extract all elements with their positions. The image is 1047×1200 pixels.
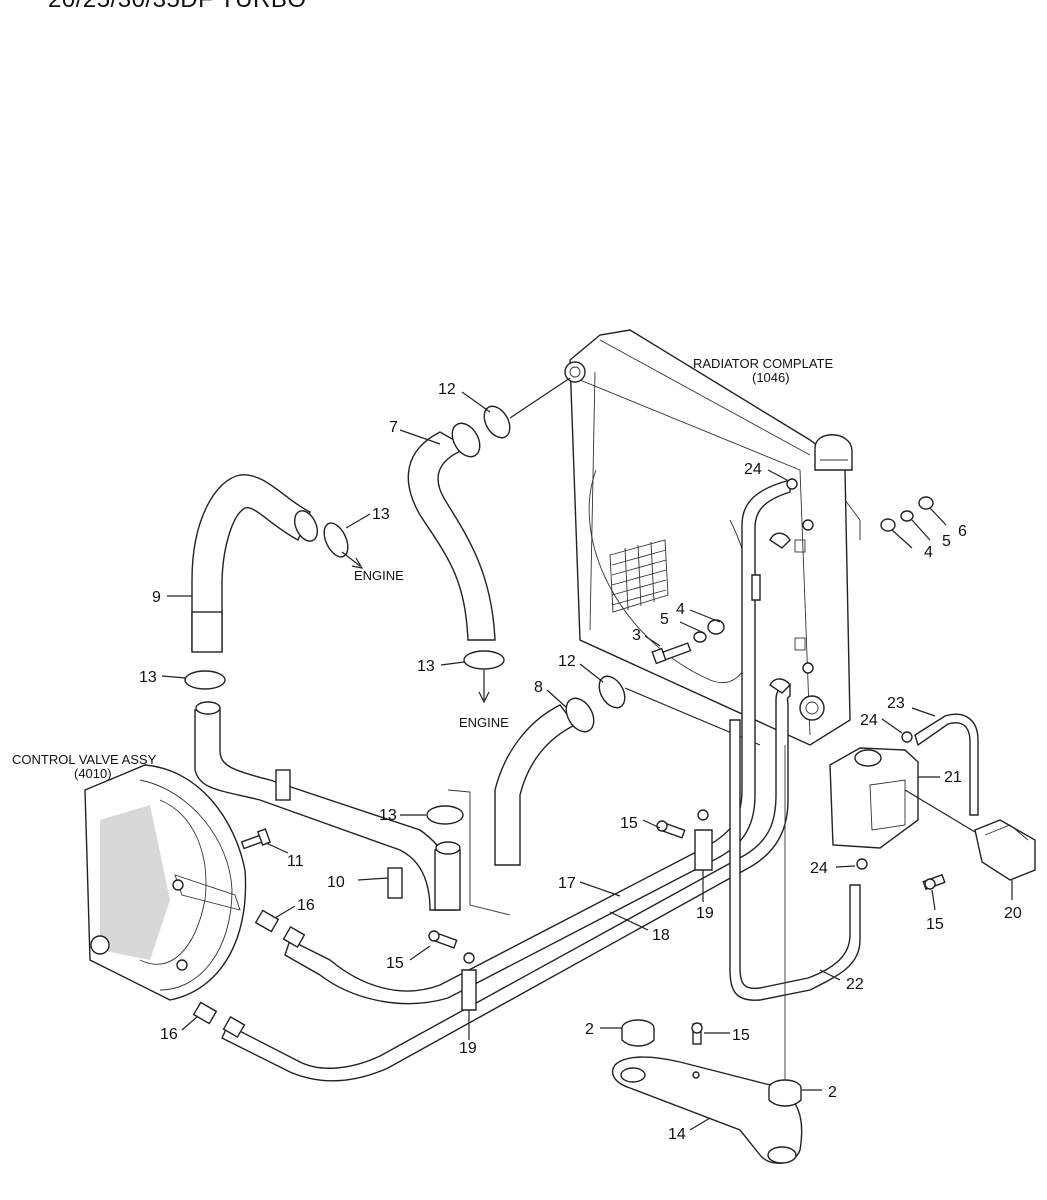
callout-5b: 5 (660, 611, 669, 628)
callout-4a: 4 (924, 544, 933, 561)
oil-cooler-lines (221, 479, 791, 1082)
engine-label-1: ENGINE (354, 568, 404, 583)
callout-17: 17 (558, 875, 576, 892)
mounting-bracket-14 (612, 1056, 803, 1164)
callout-2b: 2 (828, 1084, 837, 1101)
callout-16a: 16 (297, 897, 315, 914)
arrow-icon (478, 691, 490, 704)
tank-bracket-20 (974, 819, 1036, 881)
reservoir-tank-21 (829, 747, 919, 849)
washers-4-5 (693, 496, 934, 643)
control-valve-label: CONTROL VALVE ASSY (12, 752, 157, 767)
callout-15d: 15 (732, 1027, 750, 1044)
callout-15a: 15 (620, 815, 638, 832)
callout-6: 6 (958, 523, 967, 540)
radiator-assembly (564, 329, 861, 746)
bolt-11 (240, 828, 272, 850)
callout-19a: 19 (696, 905, 714, 922)
callout-7: 7 (389, 419, 398, 436)
bolt-3 (651, 642, 692, 665)
callout-13a: 13 (372, 506, 390, 523)
hose-clamp-13c (463, 650, 505, 670)
callout-16b: 16 (160, 1026, 178, 1043)
hose-clamp-13b (184, 670, 226, 690)
control-valve-assembly (84, 764, 247, 1001)
overflow-hose-23 (914, 713, 979, 816)
arrow-icon (351, 557, 364, 569)
hose-clamp-12a (483, 405, 511, 439)
callout-11: 11 (287, 853, 304, 870)
callout-21: 21 (944, 769, 962, 786)
bolt-15b (428, 930, 458, 949)
engine-label-2: ENGINE (459, 715, 509, 730)
callout-19b: 19 (459, 1040, 477, 1057)
lower-radiator-hose-8 (494, 697, 595, 866)
callout-14: 14 (668, 1126, 686, 1143)
callout-13b: 13 (139, 669, 157, 686)
callout-12a: 12 (438, 381, 456, 398)
callout-23: 23 (887, 695, 905, 712)
callout-13c: 13 (417, 658, 435, 675)
hose-clamp-13a (323, 522, 349, 558)
callout-4b: 4 (676, 601, 685, 618)
callout-10: 10 (327, 874, 345, 891)
callout-8: 8 (534, 679, 543, 696)
fitting-16a (254, 909, 306, 949)
bolt-15a (656, 820, 686, 839)
fitting-16b (192, 1001, 246, 1039)
steel-pipe-10 (194, 701, 461, 911)
callout-15c: 15 (926, 916, 944, 933)
callout-24a: 24 (744, 461, 762, 478)
callout-3: 3 (632, 627, 641, 644)
callout-9: 9 (152, 589, 161, 606)
leader-lines (161, 391, 1013, 1131)
rubber-mount-2b (768, 1079, 802, 1107)
callout-24c: 24 (810, 860, 828, 877)
hose-clamp-13d (426, 805, 464, 825)
callout-12b: 12 (558, 653, 576, 670)
callout-22: 22 (846, 976, 864, 993)
callout-5a: 5 (942, 533, 951, 550)
engine-hose-9 (191, 474, 319, 653)
rubber-mount-2a (621, 1019, 655, 1047)
control-valve-ref: (4010) (74, 766, 112, 781)
page-title: 20/25/30/35DF TURBO (48, 0, 307, 14)
bolt-15d (691, 1022, 703, 1045)
callout-2a: 2 (585, 1021, 594, 1038)
bolt-15c (922, 873, 946, 891)
pipe-clip-19a (694, 809, 713, 871)
hose-clamp-12b (598, 675, 626, 709)
callout-18: 18 (652, 927, 670, 944)
callout-24b: 24 (860, 712, 878, 729)
callout-15b: 15 (386, 955, 404, 972)
callout-20: 20 (1004, 905, 1022, 922)
radiator-ref: (1046) (752, 370, 790, 385)
upper-radiator-hose (407, 422, 496, 641)
callout-13d: 13 (379, 807, 397, 824)
pipe-clip-19b (461, 952, 477, 1011)
radiator-label: RADIATOR COMPLATE (693, 356, 833, 371)
